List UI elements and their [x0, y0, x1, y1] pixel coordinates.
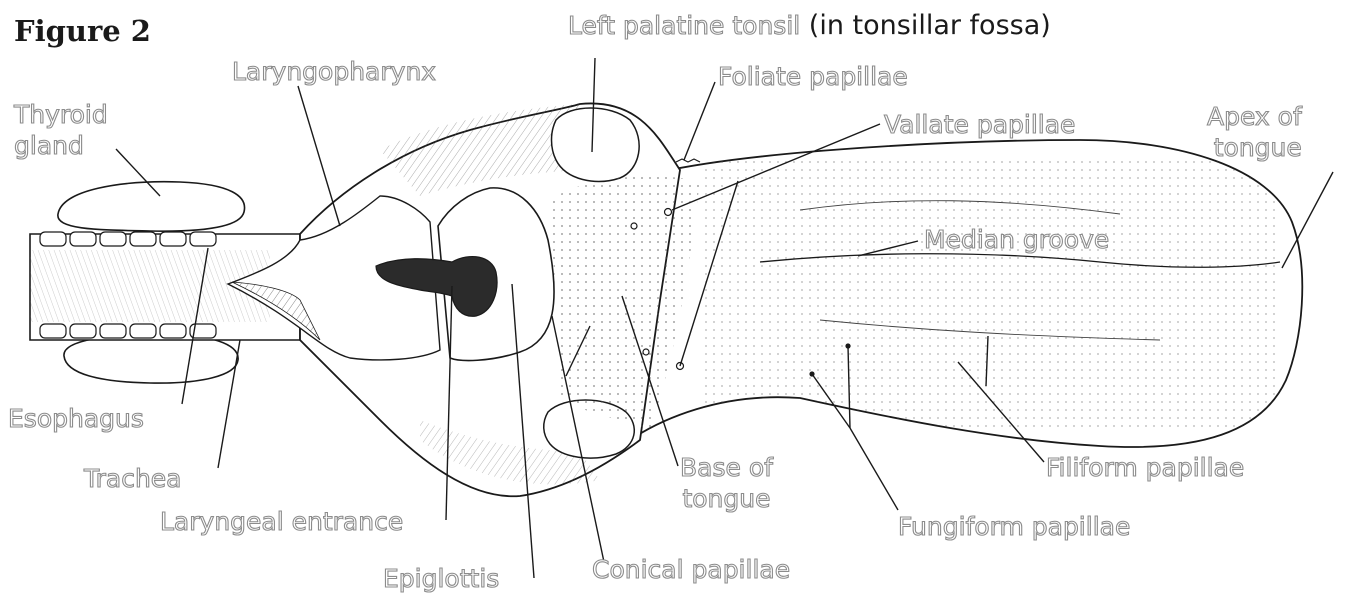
label-left-palatine-tonsil: Left palatine tonsil (in tonsillar fossa…	[568, 10, 1051, 41]
thyroid-gland-lower-lobe	[64, 334, 238, 383]
label-median-groove: Median groove	[924, 224, 1109, 255]
thyroid-gland-upper-lobe	[58, 182, 245, 231]
leader-foliate-papillae	[684, 82, 715, 160]
label-epiglottis: Epiglottis	[383, 563, 499, 594]
label-trachea: Trachea	[84, 463, 182, 494]
left-palatine-tonsil-shape	[552, 108, 640, 181]
leader-fungiform-papillae-1	[850, 428, 898, 510]
label-filiform-papillae: Filiform papillae	[1046, 452, 1244, 483]
label-thyroid-gland: Thyroid gland	[14, 99, 108, 161]
label-conical-papillae: Conical papillae	[592, 554, 790, 585]
leader-laryngopharynx	[298, 86, 340, 226]
label-esophagus: Esophagus	[8, 403, 144, 434]
foliate-papillae-marks	[676, 159, 700, 162]
label-fungiform-papillae: Fungiform papillae	[898, 511, 1130, 542]
label-apex-of-tongue: Apex of tongue	[1207, 101, 1302, 163]
label-laryngeal-entrance: Laryngeal entrance	[160, 506, 403, 537]
figure-title: Figure 2	[14, 14, 151, 48]
label-left-palatine-tonsil-note: (in tonsillar fossa)	[800, 10, 1051, 41]
label-left-palatine-tonsil-text: Left palatine tonsil	[568, 11, 800, 40]
label-base-of-tongue: Base of tongue	[680, 452, 773, 514]
label-vallate-papillae: Vallate papillae	[884, 109, 1075, 140]
tongue-papillae-texture	[700, 160, 1280, 430]
label-laryngopharynx: Laryngopharynx	[232, 56, 436, 87]
label-foliate-papillae: Foliate papillae	[718, 61, 908, 92]
